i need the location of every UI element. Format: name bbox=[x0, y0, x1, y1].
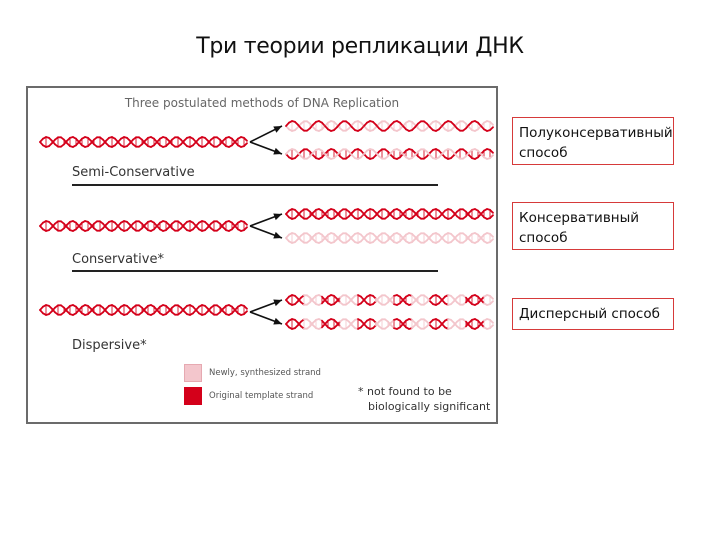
legend-label-new: Newly, synthesized strand bbox=[209, 368, 321, 378]
daughter-dna-helix bbox=[285, 208, 494, 220]
replication-arrow bbox=[249, 125, 283, 155]
figure-title: Three postulated methods of DNA Replicat… bbox=[124, 96, 400, 110]
method-label-semi-conservative: Semi-Conservative bbox=[72, 165, 195, 180]
parent-dna-helix bbox=[39, 136, 248, 148]
dna-helix-drawing bbox=[39, 120, 494, 330]
callout-semi-conservative: Полуконсервативный способ bbox=[512, 117, 674, 165]
footnote-line-1: * not found to be bbox=[358, 385, 452, 398]
daughter-dna-helix bbox=[285, 232, 494, 244]
slide-title: Три теории репликации ДНК bbox=[196, 34, 524, 59]
callout-conservative: Консервативный способ bbox=[512, 202, 674, 250]
legend-label-original: Original template strand bbox=[209, 391, 314, 401]
method-label-conservative: Conservative* bbox=[72, 252, 164, 267]
daughter-dna-helix bbox=[285, 148, 494, 160]
parent-dna-helix bbox=[39, 304, 248, 316]
footnote: * not found to be biologically significa… bbox=[358, 384, 498, 414]
daughter-dna-helix bbox=[285, 120, 494, 132]
daughter-dna-helix bbox=[285, 318, 494, 330]
legend-swatch-new bbox=[184, 364, 202, 382]
footnote-line-2: biologically significant bbox=[368, 400, 491, 413]
replication-arrow bbox=[249, 299, 283, 325]
method-label-dispersive: Dispersive* bbox=[72, 338, 147, 353]
replication-arrow bbox=[249, 213, 283, 239]
callout-dispersive: Дисперсный способ bbox=[512, 298, 674, 330]
divider-line bbox=[72, 270, 438, 272]
divider-line bbox=[72, 184, 438, 186]
legend-swatch-original bbox=[184, 387, 202, 405]
daughter-dna-helix bbox=[285, 294, 494, 306]
dna-replication-figure: Three postulated methods of DNA Replicat… bbox=[26, 86, 498, 424]
parent-dna-helix bbox=[39, 220, 248, 232]
